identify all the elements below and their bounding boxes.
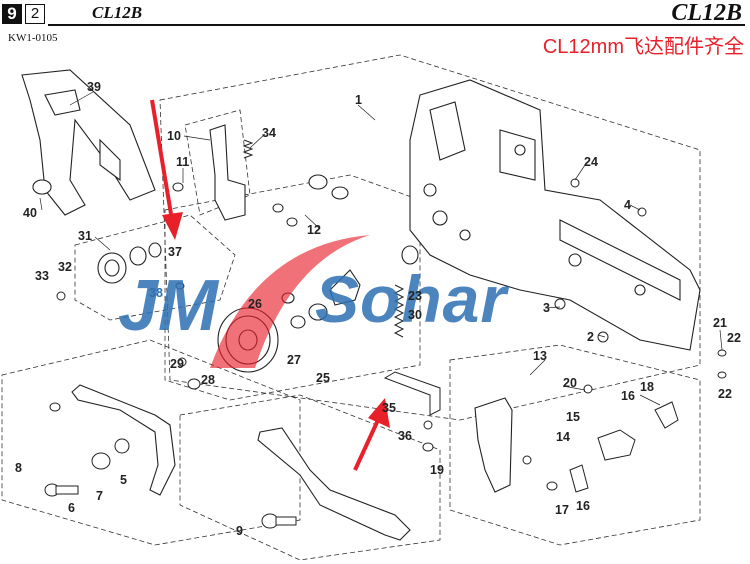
callout-28: 28 [201, 373, 215, 387]
fasteners [32, 178, 727, 529]
lower-lever-part [71, 384, 176, 496]
callout-17: 17 [555, 503, 569, 517]
callout-35: 35 [382, 401, 396, 415]
callout-19: 19 [430, 463, 444, 477]
watermark-swoosh [210, 235, 370, 368]
bracket-35-part [383, 371, 441, 416]
small-latch-part [654, 401, 679, 429]
callout-12: 12 [307, 223, 321, 237]
callout-3: 3 [543, 301, 550, 315]
callout-30: 30 [408, 308, 422, 322]
callout-9: 9 [236, 524, 243, 538]
group-outlines [1, 54, 701, 561]
callout-25: 25 [316, 371, 330, 385]
callout-22b: 22 [718, 387, 732, 401]
callout-16b: 16 [576, 499, 590, 513]
callout-32: 32 [58, 260, 72, 274]
callout-31: 31 [78, 229, 92, 243]
callout-4: 4 [624, 198, 631, 212]
callout-39: 39 [87, 80, 101, 94]
callout-16a: 16 [621, 389, 635, 403]
callout-34: 34 [262, 126, 276, 140]
callout-22a: 22 [727, 331, 741, 345]
catalog-header: 9 2 CL12B CL12B KW1-0105 CL12mm飞达配件齐全 [0, 0, 750, 60]
callout-2: 2 [587, 330, 594, 344]
watermark-name: Sohar [315, 262, 509, 336]
sub-page-badge: 2 [25, 4, 45, 24]
callout-7: 7 [96, 489, 103, 503]
lever-part [329, 269, 361, 306]
latch-part [597, 429, 636, 461]
callout-15: 15 [566, 410, 580, 424]
callout-5: 5 [120, 473, 127, 487]
page-number-badge: 9 [2, 4, 22, 24]
callout-37: 37 [168, 245, 182, 259]
callout-40: 40 [23, 206, 37, 220]
spring-part [393, 284, 405, 338]
bracket-part [209, 124, 246, 221]
callout-33: 33 [35, 269, 49, 283]
callout-29: 29 [170, 357, 184, 371]
callout-10: 10 [167, 129, 181, 143]
callout-24: 24 [584, 155, 598, 169]
header-rule [48, 24, 745, 26]
leader-lines [39, 91, 723, 406]
promo-text: CL12mm飞达配件齐全 [542, 36, 744, 58]
catalog-code: KW1-0105 [8, 32, 58, 44]
callout-27: 27 [287, 353, 301, 367]
highlight-arrows [150, 99, 390, 471]
callout-11: 11 [176, 155, 189, 169]
model-name-left: CL12B [92, 3, 143, 22]
callout-38: 38 [149, 286, 163, 300]
watermark-prefix: JM [118, 266, 220, 346]
tab-part [569, 464, 589, 493]
callout-8: 8 [15, 461, 22, 475]
plate-part [474, 397, 513, 493]
callout-26: 26 [248, 297, 262, 311]
arm-part [21, 69, 156, 216]
callout-23: 23 [408, 289, 422, 303]
main-frame-part [409, 79, 701, 351]
long-arm-part [257, 427, 411, 541]
callout-20: 20 [563, 376, 577, 390]
callout-6: 6 [68, 501, 75, 515]
callout-21: 21 [713, 316, 727, 330]
callout-labels: 1 3 2 4 5 6 7 8 9 10 11 12 13 14 15 16 1… [15, 80, 741, 538]
callout-1: 1 [355, 93, 362, 107]
callout-18: 18 [640, 380, 654, 394]
watermark: JM Sohar [118, 235, 509, 368]
callout-14: 14 [556, 430, 570, 444]
callout-13: 13 [533, 349, 547, 363]
callout-36: 36 [398, 429, 412, 443]
model-name-right: CL12B [671, 0, 742, 26]
small-spring-part [242, 139, 254, 159]
